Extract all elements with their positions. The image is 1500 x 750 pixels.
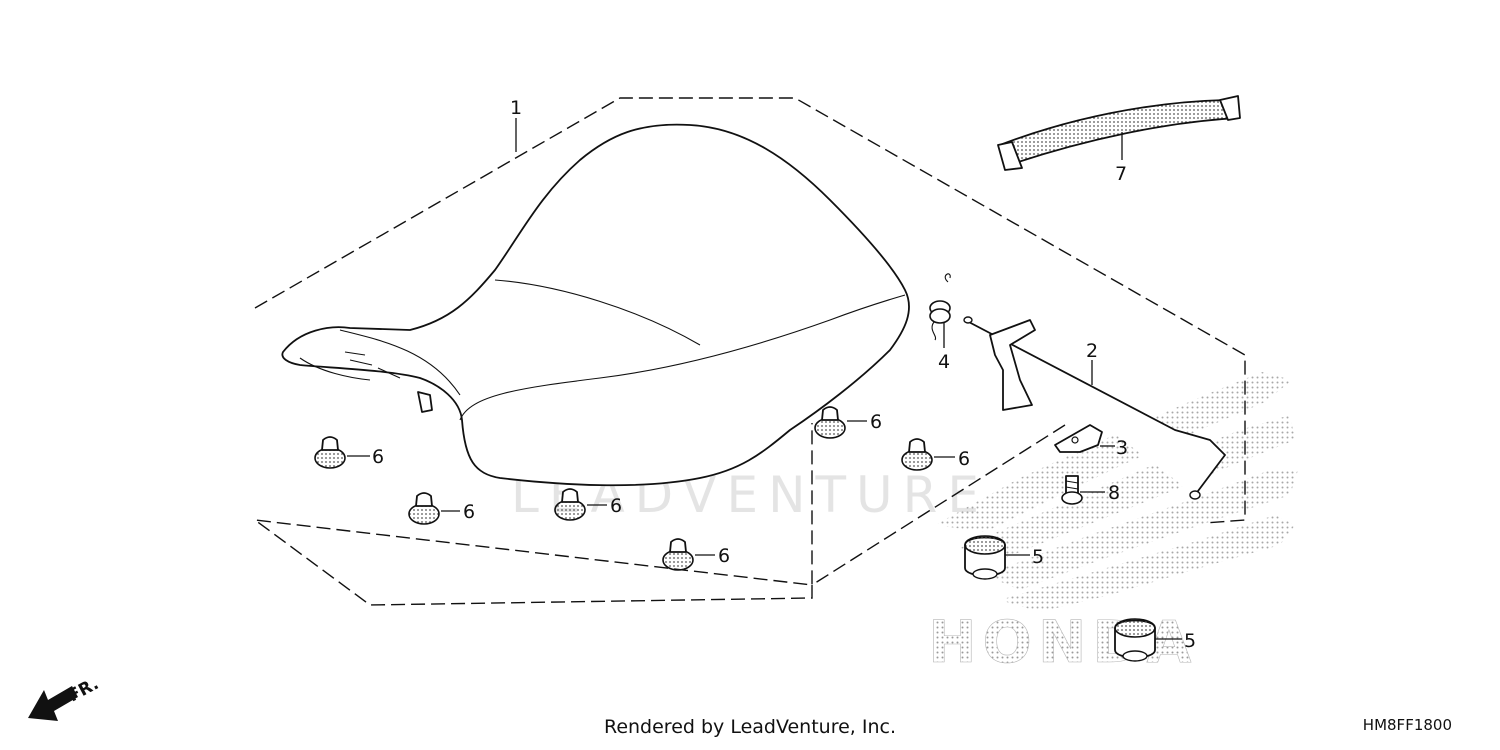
bolt xyxy=(1061,475,1083,505)
callout-7: 7 xyxy=(1115,163,1127,185)
cap-1 xyxy=(964,535,1006,580)
callout-6c: 6 xyxy=(610,495,622,517)
rubber-cushion-1 xyxy=(314,436,346,469)
callout-5a: 5 xyxy=(1032,546,1044,568)
cap-2 xyxy=(1114,618,1156,662)
seat-assembly xyxy=(281,123,910,487)
rubber-cushion-3 xyxy=(554,488,586,521)
seat-lock-rod xyxy=(963,316,1226,500)
callout-2: 2 xyxy=(1086,340,1098,362)
spring xyxy=(929,273,951,341)
seat-strap xyxy=(997,95,1241,171)
callout-6f: 6 xyxy=(958,448,970,470)
diagram-code: HM8FF1800 xyxy=(1362,716,1452,734)
assembly-1-boundary xyxy=(252,97,1246,606)
honda-wing-watermark xyxy=(935,372,1298,612)
honda-text-watermark: HONDA xyxy=(928,608,1197,676)
front-arrow-icon xyxy=(28,686,78,721)
callout-3: 3 xyxy=(1116,437,1128,459)
callout-6a: 6 xyxy=(372,446,384,468)
callout-1: 1 xyxy=(510,97,522,119)
callout-6d: 6 xyxy=(718,545,730,567)
callout-8: 8 xyxy=(1108,482,1120,504)
rubber-cushion-4 xyxy=(662,538,694,571)
front-indicator-label: FR. xyxy=(65,674,102,706)
callout-5b: 5 xyxy=(1184,630,1196,652)
callout-6e: 6 xyxy=(870,411,882,433)
rubber-cushion-2 xyxy=(408,492,440,525)
callout-4: 4 xyxy=(938,351,950,373)
rubber-cushion-6 xyxy=(901,438,933,471)
callout-6b: 6 xyxy=(463,501,475,523)
lock-clip xyxy=(1054,424,1103,453)
leader-lines xyxy=(347,118,1182,640)
footer-credit: Rendered by LeadVenture, Inc. xyxy=(603,716,897,738)
rubber-cushion-5 xyxy=(814,406,846,439)
